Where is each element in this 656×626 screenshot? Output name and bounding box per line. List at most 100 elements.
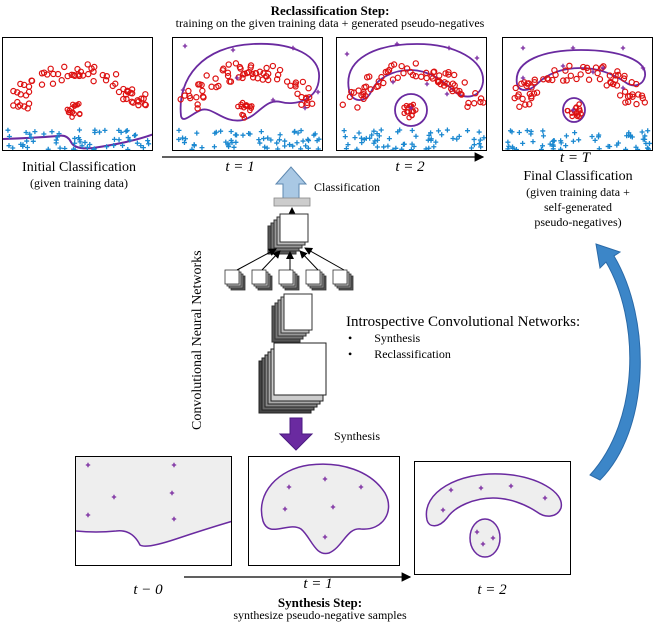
positive-sample: [531, 76, 538, 83]
pseudo-negative-sample: [290, 45, 296, 51]
positive-sample: [299, 78, 307, 86]
positive-sample: [583, 64, 591, 72]
negative-sample: [276, 137, 282, 143]
positive-sample: [103, 72, 110, 80]
negative-sample: [642, 136, 648, 142]
pseudo-negative-sample: [490, 535, 496, 541]
positive-sample: [198, 81, 205, 89]
negative-sample: [423, 146, 429, 150]
negative-sample: [125, 147, 131, 150]
positive-sample: [434, 78, 442, 86]
positive-sample: [10, 102, 17, 109]
pseudo-negative-sample: [85, 512, 91, 518]
negative-sample: [551, 137, 557, 143]
feature-map-cube: [251, 269, 267, 285]
negative-sample: [287, 142, 293, 148]
positive-sample: [249, 74, 257, 81]
feature-map-cube: [305, 269, 321, 285]
positive-sample: [44, 71, 51, 78]
positive-sample: [235, 74, 242, 81]
final-line3: pseudo-negatives): [534, 215, 622, 229]
positive-sample: [224, 69, 232, 76]
positive-sample: [238, 101, 244, 108]
positive-sample: [442, 70, 449, 77]
negative-sample: [5, 127, 11, 133]
positive-sample: [68, 71, 75, 79]
negative-sample: [72, 135, 78, 141]
negative-sample: [530, 139, 536, 145]
pseudo-negative-region: [260, 463, 390, 555]
negative-sample: [268, 137, 274, 143]
pseudo-negative-sample: [560, 63, 566, 69]
negative-sample: [256, 137, 262, 143]
negative-sample: [258, 129, 264, 135]
positive-sample: [567, 72, 575, 79]
bottom-feature-stack: [258, 342, 327, 414]
positive-sample: [519, 95, 526, 103]
positive-sample: [621, 88, 629, 95]
negative-sample: [639, 129, 645, 135]
positive-sample: [445, 68, 452, 76]
negative-sample: [471, 142, 477, 148]
middle-feature-stack: [271, 293, 313, 343]
negative-sample: [82, 139, 88, 145]
pseudo-negative-sample: [474, 55, 480, 61]
negative-sample: [428, 136, 434, 142]
negative-sample: [228, 137, 234, 143]
positive-sample: [559, 77, 567, 84]
negative-sample: [408, 147, 414, 150]
negative-sample: [596, 132, 602, 138]
top-time-t2: t = 2: [395, 159, 425, 175]
pseudo-negative-sample: [394, 41, 400, 47]
positive-sample: [354, 104, 361, 111]
negative-sample: [116, 137, 122, 143]
positive-sample: [480, 99, 486, 106]
positive-sample: [378, 73, 385, 81]
negative-sample: [345, 142, 351, 148]
negative-sample: [111, 142, 117, 148]
negative-sample: [558, 140, 564, 146]
pseudo-negative-sample: [474, 529, 480, 535]
negative-sample: [140, 145, 146, 150]
positive-sample: [199, 87, 206, 95]
negative-sample: [644, 145, 650, 150]
final-classification-panel: [502, 37, 653, 151]
negative-sample: [378, 127, 384, 133]
positive-sample: [212, 75, 219, 82]
positive-sample: [298, 93, 305, 101]
positive-sample: [64, 106, 71, 113]
negative-sample: [539, 143, 545, 149]
negative-sample: [433, 139, 439, 145]
top-time-t1: t = 1: [225, 159, 255, 175]
pseudo-negative-sample: [570, 107, 576, 113]
positive-sample: [613, 82, 621, 89]
negative-sample: [199, 145, 205, 150]
positive-sample: [240, 112, 247, 119]
negative-sample: [290, 143, 296, 149]
negative-sample: [478, 144, 484, 150]
pseudo-negative-sample: [520, 45, 526, 51]
negative-sample: [312, 131, 318, 137]
reclassification-title: Reclassification Step:: [270, 3, 390, 18]
negative-sample: [213, 129, 219, 135]
bottom-time-t1: t = 1: [303, 576, 333, 592]
negative-sample: [231, 144, 237, 150]
pseudo-negative-sample: [315, 89, 321, 95]
negative-sample: [24, 138, 30, 144]
positive-sample: [128, 98, 136, 105]
positive-sample: [28, 77, 35, 84]
positive-sample: [259, 76, 267, 83]
negative-sample: [626, 130, 632, 136]
negative-sample: [439, 132, 445, 138]
negative-sample: [218, 128, 224, 134]
negative-sample: [87, 141, 93, 147]
positive-sample: [22, 92, 30, 99]
pseudo-negative-sample: [171, 462, 177, 468]
pseudo-negative-sample: [358, 484, 364, 490]
negative-sample: [300, 138, 306, 144]
positive-sample: [629, 93, 636, 100]
positive-sample: [412, 60, 420, 67]
positive-sample: [14, 89, 21, 96]
negative-sample: [28, 134, 34, 140]
positive-sample: [615, 71, 622, 79]
